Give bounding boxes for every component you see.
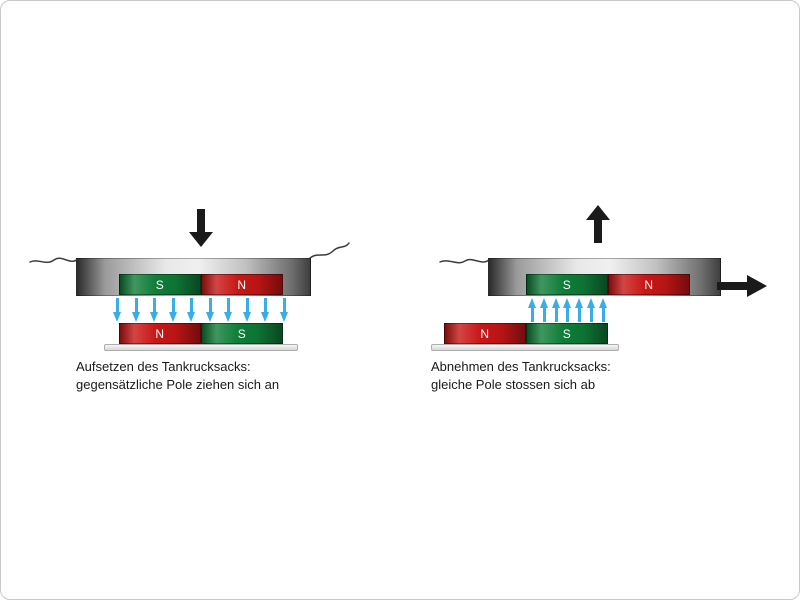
repulsion-field-arrows <box>528 298 608 322</box>
strap-line-right <box>308 239 351 261</box>
field-arrow-icon <box>242 298 252 322</box>
field-arrow-icon <box>113 298 122 322</box>
caption-line-2: gleiche Pole stossen sich ab <box>431 377 596 392</box>
attraction-field-arrows <box>113 298 289 322</box>
upper-magnet-row: S N <box>526 274 690 295</box>
field-arrow-icon <box>575 298 584 322</box>
magnet-upper-south: S <box>119 274 201 295</box>
field-arrow-icon <box>599 298 608 322</box>
field-arrow-icon <box>131 298 141 322</box>
field-arrow-icon <box>540 298 549 322</box>
strap-line-left <box>28 250 79 272</box>
magnet-lower-north: N <box>444 323 526 344</box>
magnet-upper-north: N <box>201 274 283 295</box>
tank-surface-strip <box>431 344 619 351</box>
magnet-lower-south: S <box>526 323 608 344</box>
caption-line-2: gegensätzliche Pole ziehen sich an <box>76 377 280 392</box>
upper-magnet-row: S N <box>119 274 283 295</box>
lower-magnet-row: N S <box>119 323 283 344</box>
strap-line-left <box>437 252 490 272</box>
field-arrow-icon <box>587 298 596 322</box>
field-arrow-icon <box>187 298 196 322</box>
magnet-upper-north: N <box>608 274 690 295</box>
field-arrow-icon <box>168 298 178 322</box>
magnet-lower-north: N <box>119 323 201 344</box>
pole-label: N <box>155 326 165 341</box>
pole-label: S <box>562 326 572 341</box>
caption-line-1: Abnehmen des Tankrucksacks: <box>431 359 611 374</box>
pole-label: N <box>480 326 490 341</box>
field-arrow-icon <box>563 298 572 322</box>
caption-line-1: Aufsetzen des Tankrucksacks: <box>76 359 251 374</box>
press-down-arrow-icon <box>187 209 215 247</box>
field-arrow-icon <box>224 298 233 322</box>
field-arrow-icon <box>205 298 215 322</box>
slide-right-arrow-icon <box>717 273 767 299</box>
caption-detach: Abnehmen des Tankrucksacks: gleiche Pole… <box>431 358 711 394</box>
caption-attach: Aufsetzen des Tankrucksacks: gegensätzli… <box>76 358 356 394</box>
lower-magnet-row: N S <box>444 323 608 344</box>
field-arrow-icon <box>528 298 537 322</box>
pole-label: N <box>237 277 247 292</box>
magnet-upper-south: S <box>526 274 608 295</box>
lift-up-arrow-icon <box>584 205 612 243</box>
field-arrow-icon <box>279 298 289 322</box>
pole-label: S <box>155 277 165 292</box>
magnet-lower-south: S <box>201 323 283 344</box>
pole-label: S <box>237 326 247 341</box>
field-arrow-icon <box>150 298 159 322</box>
pole-label: N <box>644 277 654 292</box>
field-arrow-icon <box>552 298 561 322</box>
field-arrow-icon <box>261 298 270 322</box>
pole-label: S <box>562 277 572 292</box>
tank-surface-strip <box>104 344 298 351</box>
